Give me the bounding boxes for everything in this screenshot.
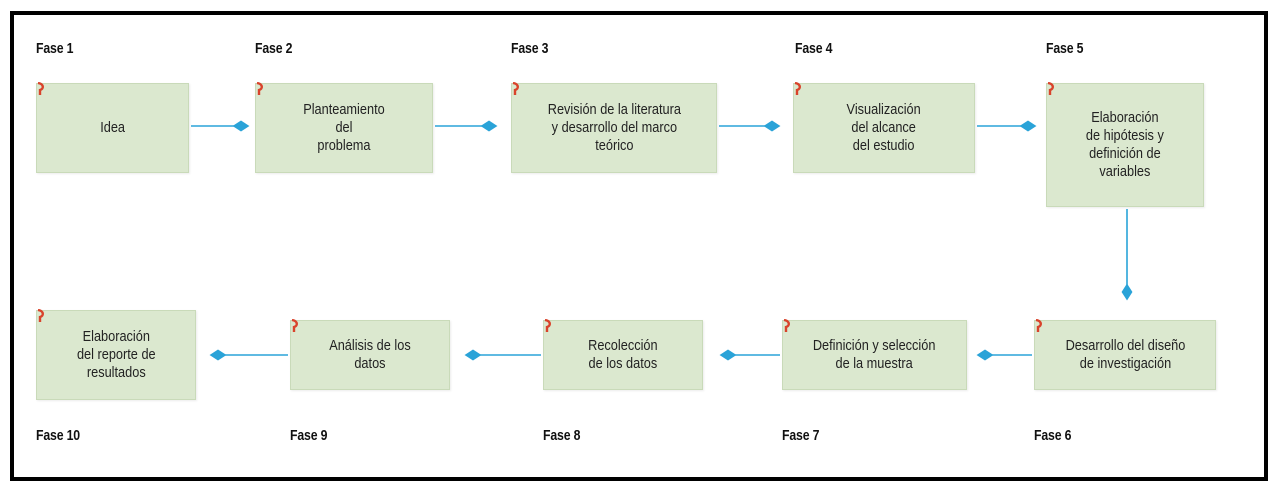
phase-box-5: Elaboración de hipótesis y definición de…	[1046, 83, 1204, 207]
phase-label-2: Fase 2	[255, 40, 293, 57]
phase-box-8: Recolección de los datos	[543, 320, 703, 390]
phase-text-2: Planteamiento del problema	[303, 101, 385, 154]
phase-label-4: Fase 4	[795, 40, 833, 57]
phase-box-6: Desarrollo del diseño de investigación	[1034, 320, 1216, 390]
phase-box-3: Revisión de la literatura y desarrollo d…	[511, 83, 717, 173]
phase-label-1: Fase 1	[36, 40, 74, 57]
phase-label-5: Fase 5	[1046, 40, 1084, 57]
marker-icon	[1035, 319, 1042, 332]
marker-icon	[256, 82, 263, 95]
phase-box-9: Análisis de los datos	[290, 320, 450, 390]
marker-icon	[512, 82, 519, 95]
phase-text-1: Idea	[100, 119, 125, 136]
phase-text-6: Desarrollo del diseño de investigación	[1065, 337, 1185, 372]
phase-label-3: Fase 3	[511, 40, 549, 57]
phase-text-8: Recolección de los datos	[588, 337, 658, 372]
arrow-3-4	[719, 120, 781, 132]
marker-icon	[544, 319, 551, 332]
phase-box-4: Visualización del alcance del estudio	[793, 83, 975, 173]
phase-box-7: Definición y selección de la muestra	[782, 320, 967, 390]
arrow-4-5	[977, 120, 1037, 132]
phase-label-9: Fase 9	[290, 427, 328, 444]
marker-icon	[37, 82, 44, 95]
phase-box-10: Elaboración del reporte de resultados	[36, 310, 196, 400]
marker-icon	[794, 82, 801, 95]
phase-text-5: Elaboración de hipótesis y definición de…	[1086, 109, 1164, 180]
arrow-8-9	[464, 349, 541, 361]
phase-text-7: Definición y selección de la muestra	[813, 337, 936, 372]
phase-text-3: Revisión de la literatura y desarrollo d…	[547, 101, 681, 154]
phase-text-10: Elaboración del reporte de resultados	[76, 328, 156, 381]
arrow-9-10	[209, 349, 288, 361]
phase-text-4: Visualización del alcance del estudio	[846, 101, 922, 154]
phase-box-2: Planteamiento del problema	[255, 83, 433, 173]
phase-label-8: Fase 8	[543, 427, 581, 444]
arrow-1-2	[191, 120, 250, 132]
arrow-2-3	[435, 120, 498, 132]
marker-icon	[1047, 82, 1054, 95]
phase-text-9: Análisis de los datos	[329, 337, 411, 372]
phase-label-10: Fase 10	[36, 427, 80, 444]
marker-icon	[291, 319, 298, 332]
arrow-7-8	[719, 349, 780, 361]
arrow-6-7	[976, 349, 1032, 361]
phase-label-7: Fase 7	[782, 427, 820, 444]
marker-icon	[37, 309, 44, 322]
phase-label-6: Fase 6	[1034, 427, 1072, 444]
marker-icon	[783, 319, 790, 332]
arrow-5-6	[1121, 209, 1133, 301]
phase-box-1: Idea	[36, 83, 189, 173]
